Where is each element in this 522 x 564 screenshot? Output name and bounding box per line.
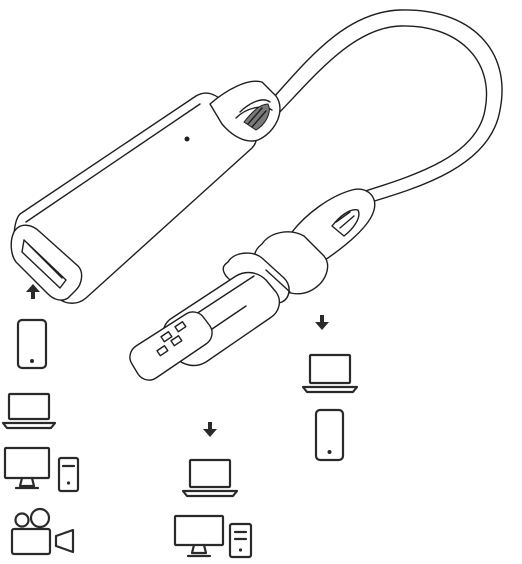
- pc-tower-icon: [228, 522, 253, 559]
- smartphone-icon: [314, 408, 345, 462]
- strain-relief-texture: [243, 103, 270, 131]
- led-indicator-icon: [184, 136, 190, 142]
- cable: [261, 9, 503, 207]
- smartphone-icon: [16, 318, 48, 370]
- usb-connector-head: [129, 188, 376, 381]
- usb-c-target-column: [301, 353, 359, 462]
- camcorder-icon: [10, 507, 75, 556]
- laptop-icon: [181, 458, 239, 498]
- laptop-icon: [301, 353, 359, 394]
- up-arrow-icon: [26, 284, 40, 299]
- usb-a-target-column: [173, 458, 253, 559]
- hdmi-adapter-housing: [10, 80, 281, 304]
- left-device-column: [1, 318, 80, 556]
- down-arrow-icon: [203, 422, 217, 437]
- desktop-monitor-icon: [3, 446, 51, 490]
- pc-tower-icon: [57, 456, 80, 493]
- desktop-monitor-icon: [173, 514, 225, 558]
- down-arrow-icon: [315, 315, 329, 330]
- laptop-icon: [1, 392, 57, 430]
